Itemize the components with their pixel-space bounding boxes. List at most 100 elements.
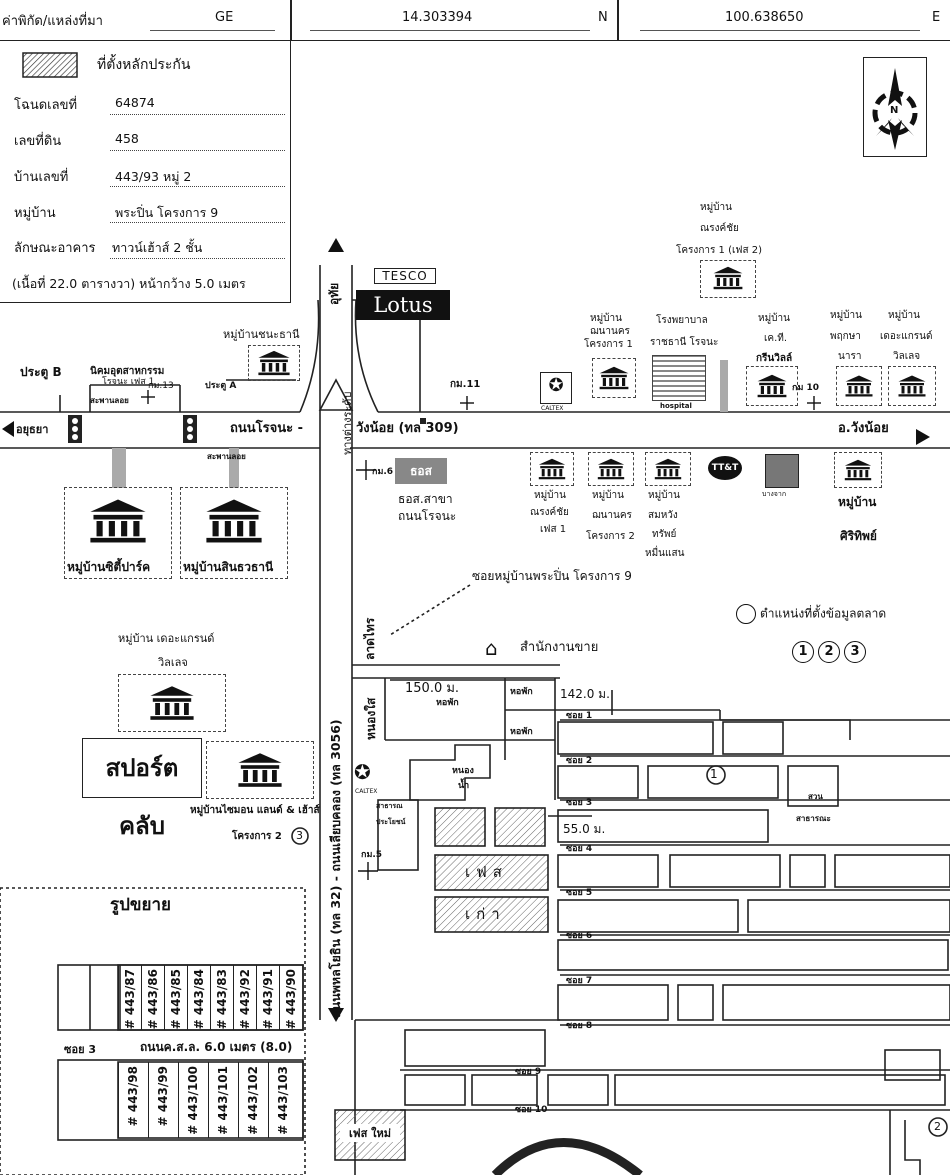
lot-number: # 443/91 [260,969,275,1030]
caltex-label: CALTEX [355,788,378,795]
dimension-150-label: 150.0 ม. [405,681,460,696]
lot-number: # 443/98 [126,1066,140,1127]
nong-sai-label: หนองใส [364,697,378,740]
gate-b-label: ประตู B [20,365,62,379]
compass-box: N [863,57,927,157]
soi-label: ซอย 2 [566,756,593,766]
industrial-estate-label: นิคมอุตสาหกรรม [90,366,165,377]
market-marker-2: 2 [934,1120,941,1133]
village-anankorn2-label: หมู่บ้าน [592,490,624,501]
village-city-park-box: หมู่บ้านซิตี้ปาร์ค [64,487,172,579]
house-no-value: 443/93 หมู่ 2 [115,169,192,184]
sports-club-box: สปอร์ตคลับ [82,738,202,840]
land-no-value: 458 [115,131,139,146]
collateral-label: ที่ตั้งหลักประกัน [97,57,191,73]
village-city-park-label: หมู่บ้านซิตี้ปาร์ค [67,560,151,574]
pond-label: หนอง [452,766,474,776]
village-kt-name: เค.ที. [764,333,788,344]
overpass-label: สะพานลอย [90,396,129,405]
coord-label: ค่าพิกัด/แหล่งที่มา [2,14,103,29]
coordinate-header: ค่าพิกัด/แหล่งที่มา GE 14.303394 N 100.6… [0,0,950,41]
gsb-branch-label: ธอส.สาขา [398,492,453,506]
area-note: (เนื้อที่ 22.0 ตารางวา) หน้ากว้าง 5.0 เม… [12,276,246,291]
lot-number: # 443/84 [191,969,206,1030]
lot-number: # 443/100 [186,1066,200,1135]
bangchak-label: บางจาก [762,490,787,498]
dimension-55-label: 55.0 ม. [563,822,606,836]
north-arrow-icon [872,68,918,150]
road-rojana-label: ถนนโรจนะ - [230,421,304,436]
village-narongchai-top-name: ณรงค์ชัย [700,223,739,234]
village-grand-left-label: หมู่บ้าน เดอะแกรนด์ [118,632,215,645]
village-icon [844,374,874,398]
longitude-dir: E [932,10,941,25]
property-legend: ที่ตั้งหลักประกัน โฉนดเลขที่ 64874 เลขที… [0,40,291,303]
village-somwang-sub: ทรัพย์ [652,529,677,540]
village-anankorn1-project: โครงการ 1 [584,339,633,350]
hospital-label: โรงพยาบาล [656,315,708,326]
lot-number: # 443/86 [145,969,160,1030]
village-icon [711,266,745,290]
lot-cell: # 443/98 [118,1062,148,1138]
village-simon-label: หมู่บ้านไซมอน แลนด์ & เฮ้าส์ [190,805,320,816]
public-utility-sub: ประโยชน์ [376,818,406,826]
hospital-name: ราชธานี โรจนะ [650,337,719,348]
caltex-label: CALTEX [541,405,564,412]
lot-number: # 443/90 [283,969,298,1030]
lot-cell: # 443/102 [238,1062,268,1138]
village-icon [87,498,149,544]
lot-cell: # 443/101 [208,1062,238,1138]
village-anankorn1-label: หมู่บ้าน [590,313,622,324]
soi-label: ซอย 9 [515,1067,542,1077]
village-narongchai-f1-box [530,452,574,486]
village-icon [897,374,927,398]
market-note: ตำแหน่งที่ตั้งข้อมูลตลาด [736,604,886,624]
expand-road-width-label: ถนนค.ส.ล. 6.0 เมตร (8.0) [140,1040,293,1054]
building-type-label: ลักษณะอาคาร [14,241,96,256]
village-anankorn1-box [592,358,636,398]
latitude-dir: N [598,10,608,25]
dorm-label: หอพัก [436,698,459,708]
lotus-text: Lotus [356,290,450,320]
village-kt-box [746,366,798,406]
km13-label: กม.13 [148,381,174,391]
soi-label: ซอย 4 [566,844,593,854]
expand-soi3-label: ซอย 3 [64,1043,97,1056]
to-ayutthaya-label: อยุธยา [16,423,49,436]
village-simon-project: โครงการ 2 [232,831,282,842]
village-kt-sub: กรีนวิลล์ [756,353,793,364]
village-grand-sub: วิลเลจ [893,351,921,362]
expand-title: รูปขยาย [110,895,172,915]
lot-number: # 443/83 [214,969,229,1030]
dimension-142-label: 142.0 ม. [560,687,610,701]
village-icon [203,498,265,544]
soi-label: ซอย 7 [566,976,593,986]
lot-cell: # 443/86 [141,965,164,1030]
village-narongchai-f1-phase: เฟส 1 [540,524,567,535]
compass-letter: N [890,105,899,116]
dorm-label: หอพัก [510,727,533,737]
village-narongchai-top-label: หมู่บ้าน [700,202,732,213]
ttt-logo-icon: TT&T [708,456,742,480]
village-anankorn2-name: ฌนานคร [592,510,632,521]
gsb-branch-road-label: ถนนโรจนะ [398,509,457,523]
lot-number: # 443/85 [168,969,183,1030]
lot-cell: # 443/99 [148,1062,178,1138]
village-simon-box [206,741,314,799]
sales-office-label: สำนักงานขาย [520,640,599,655]
lot-number: # 443/101 [216,1066,230,1135]
lat-sai-label: ลาดไทร [363,617,377,660]
hatch-swatch-icon [22,52,78,78]
village-kt-label: หมู่บ้าน [758,313,790,324]
main-road-vertical-label: ถนนพหลโยธิน (ทล 32) - ถนนเลียบคลอง (ทล 3… [328,719,343,1018]
village-siri-box [834,452,882,488]
village-icon [232,752,288,788]
lot-cell: # 443/83 [210,965,233,1030]
lot-cell: # 443/90 [279,965,302,1030]
village-anankorn1-name: ฌนานคร [590,326,630,337]
phase-new-label: เฟส ใหม่ [340,1124,400,1142]
deed-label: โฉนดเลขที่ [14,98,78,113]
village-pruksa-label: หมู่บ้าน [830,310,862,321]
lot-cell: # 443/92 [233,965,256,1030]
village-sinthawee-label: หมู่บ้านสินธวธานี [183,560,274,574]
